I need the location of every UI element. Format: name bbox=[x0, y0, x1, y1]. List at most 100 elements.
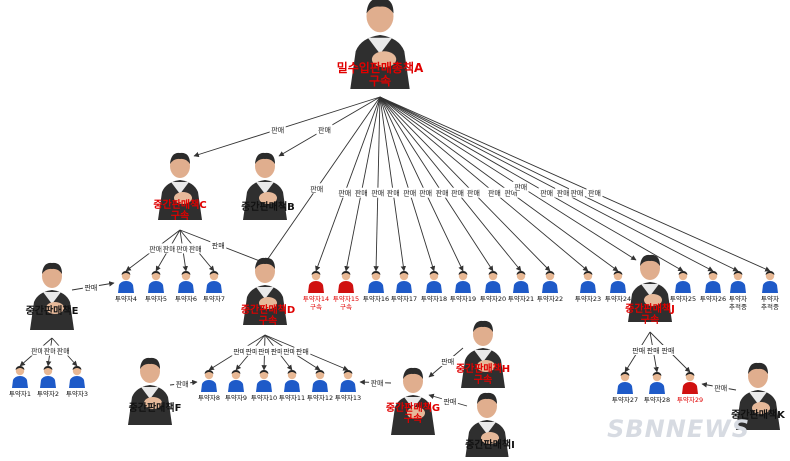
edge-label: 판매 bbox=[441, 357, 454, 366]
node-status: 구속 bbox=[171, 210, 189, 222]
user-name: 투약자6 bbox=[175, 294, 197, 303]
user-node-u18: 투약자18 bbox=[421, 271, 447, 303]
user-node-u9: 투약자9 bbox=[225, 370, 247, 402]
edge-label-bg bbox=[161, 243, 178, 254]
edge-label-bg bbox=[645, 345, 662, 355]
edge-label: 판매 bbox=[403, 189, 416, 198]
edge-A-u14 bbox=[315, 96, 381, 272]
node-name: 중간판매책G bbox=[386, 401, 440, 414]
user-name: 투약자3 bbox=[66, 389, 88, 398]
edge-label-bg bbox=[502, 187, 519, 198]
user-node-u5: 투약자5 bbox=[145, 271, 167, 303]
user-node-u17: 투약자17 bbox=[391, 271, 417, 303]
edge-A-u24 bbox=[379, 96, 619, 272]
node-name: 중간판매책B bbox=[241, 200, 295, 213]
edge-label: 판매 bbox=[467, 189, 480, 198]
dealer-node-F: 중간판매책F bbox=[128, 357, 182, 425]
edge-A-D bbox=[264, 96, 381, 264]
edge-label-bg bbox=[187, 243, 204, 254]
edge-label: 판매 bbox=[57, 347, 70, 356]
edge-label: 판매 bbox=[419, 189, 432, 198]
node-status: 구속 bbox=[404, 413, 422, 425]
user-name: 투약자24 bbox=[605, 294, 631, 303]
user-node-u8: 투약자8 bbox=[198, 370, 220, 402]
user-name: 투약자13 bbox=[335, 393, 361, 402]
edge-label: 판매 bbox=[714, 383, 727, 392]
dealer-node-K: 중간판매책K bbox=[731, 362, 786, 430]
node-name: 중간판매책C bbox=[153, 198, 206, 211]
nodes: 밀수입판매총책A구속중간판매책B중간판매책C구속중간판매책D구속중간판매책E중간… bbox=[9, 0, 786, 460]
user-name: 투약자23 bbox=[575, 294, 601, 303]
user-node-u6: 투약자6 bbox=[175, 271, 197, 303]
edge-label-bg bbox=[465, 187, 482, 198]
user-node-u12: 투약자12 bbox=[307, 370, 333, 402]
edge-label: 판매 bbox=[371, 379, 384, 388]
edge-label: 판매 bbox=[436, 189, 449, 198]
edge-label: 판매 bbox=[283, 347, 296, 356]
edge-label: 판매 bbox=[451, 189, 464, 198]
dealer-node-E: 중간판매책E bbox=[26, 262, 79, 330]
edge-label: 판매 bbox=[514, 183, 527, 192]
user-name: 투약자2 bbox=[37, 389, 59, 398]
node-name: 중간판매책I bbox=[465, 438, 515, 451]
user-name: 투약자21 bbox=[508, 294, 534, 303]
user-node-u20: 투약자20 bbox=[480, 271, 506, 303]
edge-label-bg bbox=[269, 124, 286, 135]
user-name: 투약자15 bbox=[333, 294, 359, 303]
edge-label-bg bbox=[82, 281, 99, 292]
node-name: 중간판매책J bbox=[625, 302, 675, 315]
edge-label: 판매 bbox=[149, 244, 162, 253]
edge-label-bg bbox=[336, 187, 353, 198]
node-name: 중간판매책F bbox=[129, 401, 182, 414]
edge-label-bg bbox=[568, 187, 585, 198]
node-name: 중간판매책D bbox=[241, 303, 295, 316]
edge-label: 판매 bbox=[557, 189, 570, 198]
edge-A-J bbox=[379, 96, 637, 261]
user-name: 투약자 bbox=[761, 294, 779, 303]
edge-A-u23 bbox=[379, 96, 589, 272]
user-name: 투약자27 bbox=[612, 395, 638, 404]
edge-label: 판매 bbox=[488, 189, 501, 198]
user-node-u1: 투약자1 bbox=[9, 366, 31, 398]
edge-label: 판매 bbox=[318, 125, 331, 134]
edge-label-bg bbox=[555, 187, 572, 198]
edge-label-bg bbox=[55, 345, 72, 356]
edge-label: 판매 bbox=[176, 244, 189, 253]
edge-label-bg bbox=[586, 187, 603, 198]
user-node-u24: 투약자24 bbox=[605, 271, 631, 303]
user-node-u29: 투약자29 bbox=[677, 372, 703, 404]
user-status: 추적중 bbox=[761, 303, 779, 311]
edge-label: 판매 bbox=[176, 380, 189, 389]
user-name: 투약자28 bbox=[644, 395, 670, 404]
edge-label-bg bbox=[512, 181, 529, 192]
edge-label-bg bbox=[174, 243, 191, 254]
edge-label-bg bbox=[630, 345, 647, 355]
user-name: 투약자17 bbox=[391, 294, 417, 303]
user-name: 투약자7 bbox=[203, 294, 225, 303]
edge-A-u16 bbox=[373, 96, 381, 272]
dealer-node-I: 중간판매책I bbox=[465, 392, 515, 460]
user-node-u4: 투약자4 bbox=[115, 271, 137, 303]
edge-label-bg bbox=[256, 345, 273, 356]
node-status: 구속 bbox=[474, 374, 492, 386]
edge-label-bg bbox=[417, 187, 434, 198]
edge-label-bg bbox=[29, 345, 46, 356]
user-name: 투약자18 bbox=[421, 294, 447, 303]
edge-label-bg bbox=[401, 187, 418, 198]
user-node-u26: 투약자26 bbox=[700, 271, 726, 303]
user-name: 투약자12 bbox=[307, 393, 333, 402]
edge-label: 판매 bbox=[355, 189, 368, 198]
node-name: 밀수입판매총책A bbox=[337, 60, 424, 75]
user-node-u16: 투약자16 bbox=[363, 271, 389, 303]
user-node-u13: 투약자13 bbox=[335, 370, 361, 402]
node-name: 중간판매책E bbox=[26, 304, 79, 317]
edge-label: 판매 bbox=[31, 347, 44, 356]
dealer-node-B: 중간판매책B bbox=[241, 152, 295, 220]
edge-label-bg bbox=[369, 187, 386, 198]
